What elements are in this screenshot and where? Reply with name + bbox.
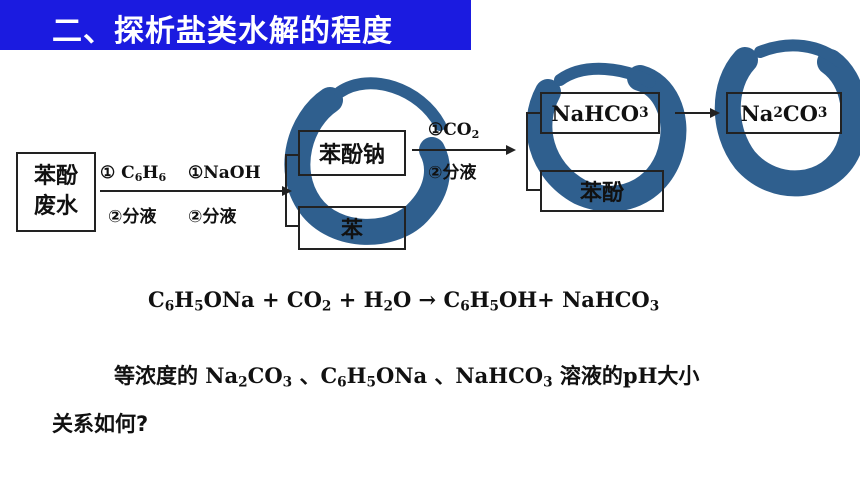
label-benzene-reagent: ① C6H6 xyxy=(100,163,167,184)
box-sodium-phenoxide: 苯酚钠 xyxy=(298,130,406,176)
box-phenol-wastewater: 苯酚 废水 xyxy=(16,152,96,232)
label-naoh-reagent: ①NaOH xyxy=(188,163,261,183)
page-title: 二、探析盐类水解的程度 xyxy=(52,14,393,49)
label-separate-3: ②分液 xyxy=(428,163,477,183)
reaction-equation: C6H5ONa + CO2 + H2O → C6H5OH+ NaHCO3 xyxy=(148,287,660,315)
label-separate-1: ②分液 xyxy=(108,207,157,227)
question-line-1: 等浓度的 Na2CO3 、C6H5ONa 、NaHCO3 溶液的pH大小 xyxy=(114,363,700,391)
brush-circle-2 xyxy=(526,62,687,212)
bracket-1 xyxy=(285,154,298,227)
title-bar: 二、探析盐类水解的程度 xyxy=(0,0,471,50)
brush-circle-1 xyxy=(284,77,450,245)
box-benzene: 苯 xyxy=(298,206,406,250)
box-phenol: 苯酚 xyxy=(540,170,664,212)
label-separate-2: ②分液 xyxy=(188,207,237,227)
question-line-2: 关系如何? xyxy=(52,412,149,436)
label-co2-reagent: ①CO2 xyxy=(428,120,480,141)
bracket-2 xyxy=(526,112,540,191)
